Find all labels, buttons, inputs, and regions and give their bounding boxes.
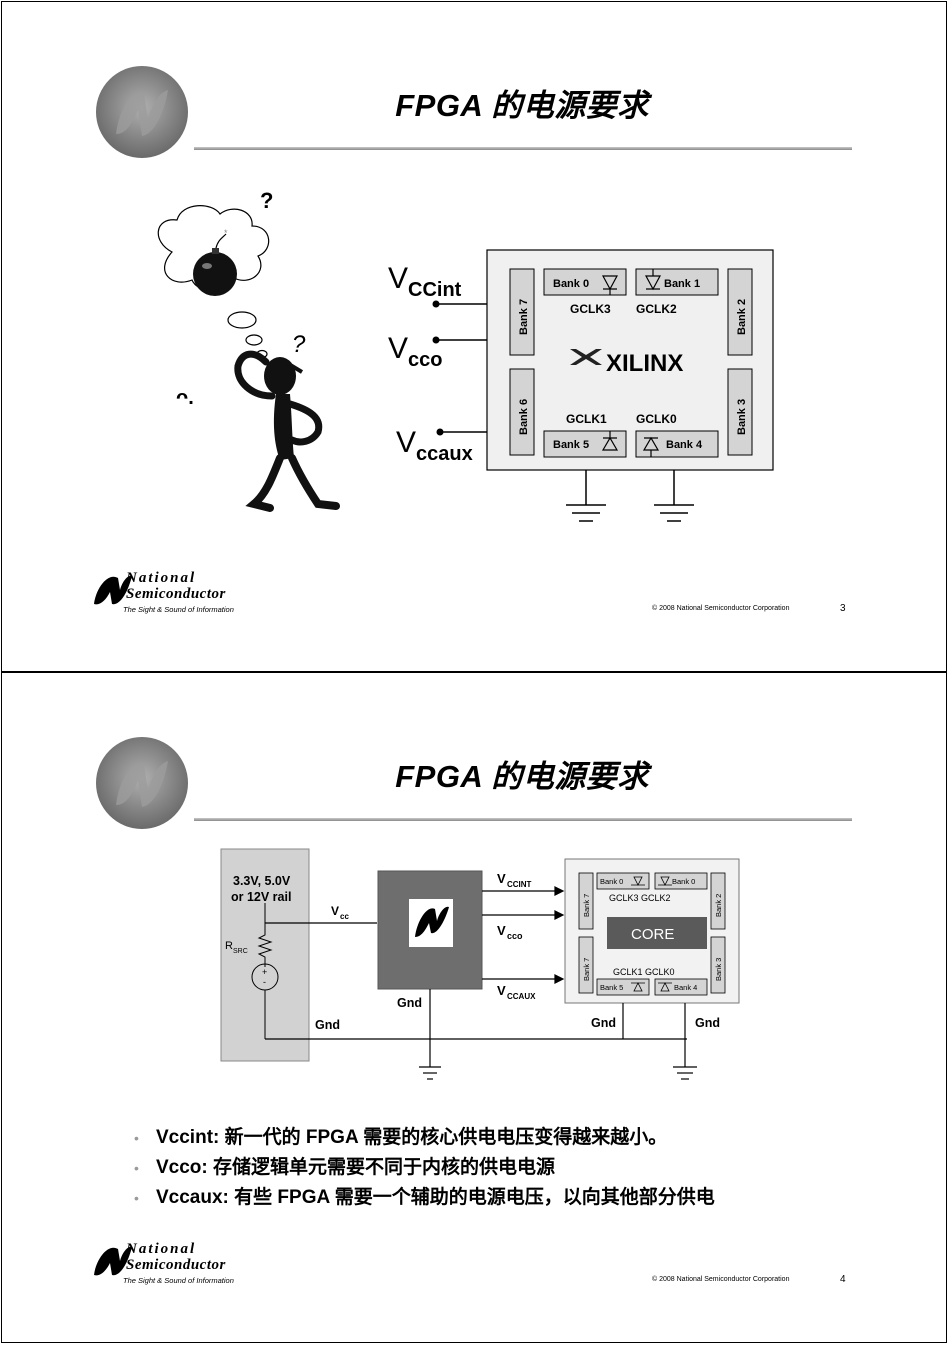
- out-vccaux-sub: CCAUX: [507, 992, 536, 1001]
- vccint-sub: CCint: [408, 279, 462, 301]
- confused-person-illustration: ? * ? ᴖ.: [157, 188, 340, 512]
- vccaux-sub: ccaux: [416, 443, 473, 465]
- out-vccaux-label: V: [497, 983, 506, 998]
- source-voltage-line2: or 12V rail: [231, 890, 291, 904]
- bank-4-label: Bank 4: [666, 439, 703, 451]
- source-voltage-line1: 3.3V, 5.0V: [233, 874, 291, 888]
- vcco-label: V: [388, 332, 408, 365]
- bullet-item: •Vccaux: 有些 FPGA 需要一个辅助的电源电压，以向其他部分供电: [134, 1187, 715, 1208]
- out-vcco-label: V: [497, 923, 506, 938]
- ground-symbol-icon: [419, 1066, 441, 1080]
- vcc-sub: cc: [340, 912, 349, 921]
- bank-5-label: Bank 5: [553, 439, 589, 451]
- gclk1-label: GCLK1: [566, 412, 607, 426]
- fpga-bank-7b-label: Bank 7: [582, 958, 591, 981]
- gnd-label-fpga-1: Gnd: [591, 1016, 616, 1030]
- ns-globe-logo-icon: [96, 737, 188, 829]
- bank-1-label: Bank 1: [664, 278, 700, 290]
- fpga-bank-4-label: Bank 4: [674, 983, 697, 992]
- svg-text:*: *: [224, 228, 228, 238]
- fpga-bank-5-label: Bank 5: [600, 983, 623, 992]
- ground-symbol-icon: [654, 470, 694, 522]
- gnd-label-regulator: Gnd: [397, 996, 422, 1010]
- brand-tagline: The Sight & Sound of Information: [123, 605, 234, 614]
- bullet-item: •Vccint: 新一代的 FPGA 需要的核心供电电压变得越来越小。: [134, 1127, 668, 1148]
- bank-0-label: Bank 0: [553, 278, 589, 290]
- bank-6-label: Bank 6: [518, 399, 530, 435]
- power-rail-labels: V CCint V cco V ccaux: [388, 262, 490, 465]
- question-mark: ?: [260, 188, 273, 213]
- fpga-bank-2-label: Bank 2: [714, 894, 723, 917]
- out-vccint-sub: CCINT: [507, 880, 532, 889]
- gnd-label-source: Gnd: [315, 1018, 340, 1032]
- fpga-block-diagram: Bank 0 Bank 1 GCLK3 GCLK2 Bank 7 Bank 2 …: [486, 249, 774, 522]
- gclk2-label: GCLK2: [636, 302, 677, 316]
- page-number: 3: [840, 603, 846, 614]
- fpga-bank-7-label: Bank 7: [582, 894, 591, 917]
- bullet-text: Vcco: 存储逻辑单元需要不同于内核的供电电源: [156, 1157, 556, 1178]
- xilinx-logo-text: XILINX: [606, 350, 683, 377]
- copyright-text: © 2008 National Semiconductor Corporatio…: [652, 605, 790, 612]
- ground-symbol-icon: [673, 1066, 697, 1080]
- rsrc-label: R: [225, 940, 233, 952]
- question-mark-2: ?: [292, 331, 306, 358]
- brand-name-line2: Semiconductor: [126, 1257, 226, 1273]
- brand-name-line1: National: [126, 570, 197, 586]
- bomb-icon: *: [193, 228, 237, 296]
- brand-tagline: The Sight & Sound of Information: [123, 1276, 234, 1285]
- fpga-core-label: CORE: [631, 926, 674, 943]
- bullet-item: •Vcco: 存储逻辑单元需要不同于内核的供电电源: [134, 1157, 556, 1178]
- gnd-label-fpga-2: Gnd: [695, 1016, 720, 1030]
- svg-text:-: -: [263, 977, 266, 987]
- title-rule: [194, 818, 852, 821]
- national-semiconductor-logo-icon: [94, 575, 132, 605]
- ground-symbol-icon: [566, 470, 606, 522]
- vcco-sub: cco: [408, 349, 442, 371]
- brand-name-line2: Semiconductor: [126, 586, 226, 602]
- page-number: 4: [840, 1274, 846, 1285]
- brand-name-line1: National: [126, 1241, 197, 1257]
- slide-title: FPGA 的电源要求: [395, 759, 649, 794]
- title-rule: [194, 147, 852, 150]
- bullet-text: Vccaux: 有些 FPGA 需要一个辅助的电源电压，以向其他部分供电: [156, 1187, 715, 1208]
- bullet-text: Vccint: 新一代的 FPGA 需要的核心供电电压变得越来越小。: [156, 1127, 668, 1148]
- fpga-gclk-bottom: GCLK1 GCLK0: [613, 967, 675, 977]
- power-supply-diagram: 3.3V, 5.0V or 12V rail R SRC +- V cc Gnd…: [220, 848, 740, 1080]
- slide-title: FPGA 的电源要求: [395, 88, 649, 123]
- rsrc-sub: SRC: [233, 948, 248, 955]
- svg-text:+: +: [262, 967, 267, 977]
- bank-3-label: Bank 3: [736, 399, 748, 435]
- ns-logo-icon: [415, 906, 449, 937]
- vcc-label: V: [331, 904, 339, 918]
- fpga-bank-0-label: Bank 0: [600, 877, 623, 886]
- bank-7-label: Bank 7: [518, 299, 530, 335]
- slide-3: FPGA 的电源要求 ? * ? ᴖ. V CCint V cco: [1, 1, 947, 672]
- national-semiconductor-logo-icon: [94, 1246, 132, 1276]
- vccaux-label: V: [396, 426, 416, 459]
- fpga-gclk-top: GCLK3 GCLK2: [609, 893, 671, 903]
- vccint-label: V: [388, 262, 408, 295]
- xilinx-logo-icon: [570, 349, 602, 365]
- svg-text:ᴖ.: ᴖ.: [176, 387, 194, 409]
- fpga-bank-0b-label: Bank 0: [672, 877, 695, 886]
- fpga-bank-3-label: Bank 3: [714, 958, 723, 981]
- out-vcco-sub: cco: [507, 931, 523, 941]
- ns-globe-logo-icon: [96, 66, 188, 158]
- slide-4: FPGA 的电源要求 3.3V, 5.0V or 12V rail R SRC …: [1, 672, 947, 1343]
- gclk0-label: GCLK0: [636, 412, 677, 426]
- out-vccint-label: V: [497, 871, 506, 886]
- bank-2-label: Bank 2: [736, 299, 748, 335]
- gclk3-label: GCLK3: [570, 302, 611, 316]
- copyright-text: © 2008 National Semiconductor Corporatio…: [652, 1276, 790, 1283]
- bullet-list: •Vccint: 新一代的 FPGA 需要的核心供电电压变得越来越小。 •Vcc…: [134, 1123, 715, 1213]
